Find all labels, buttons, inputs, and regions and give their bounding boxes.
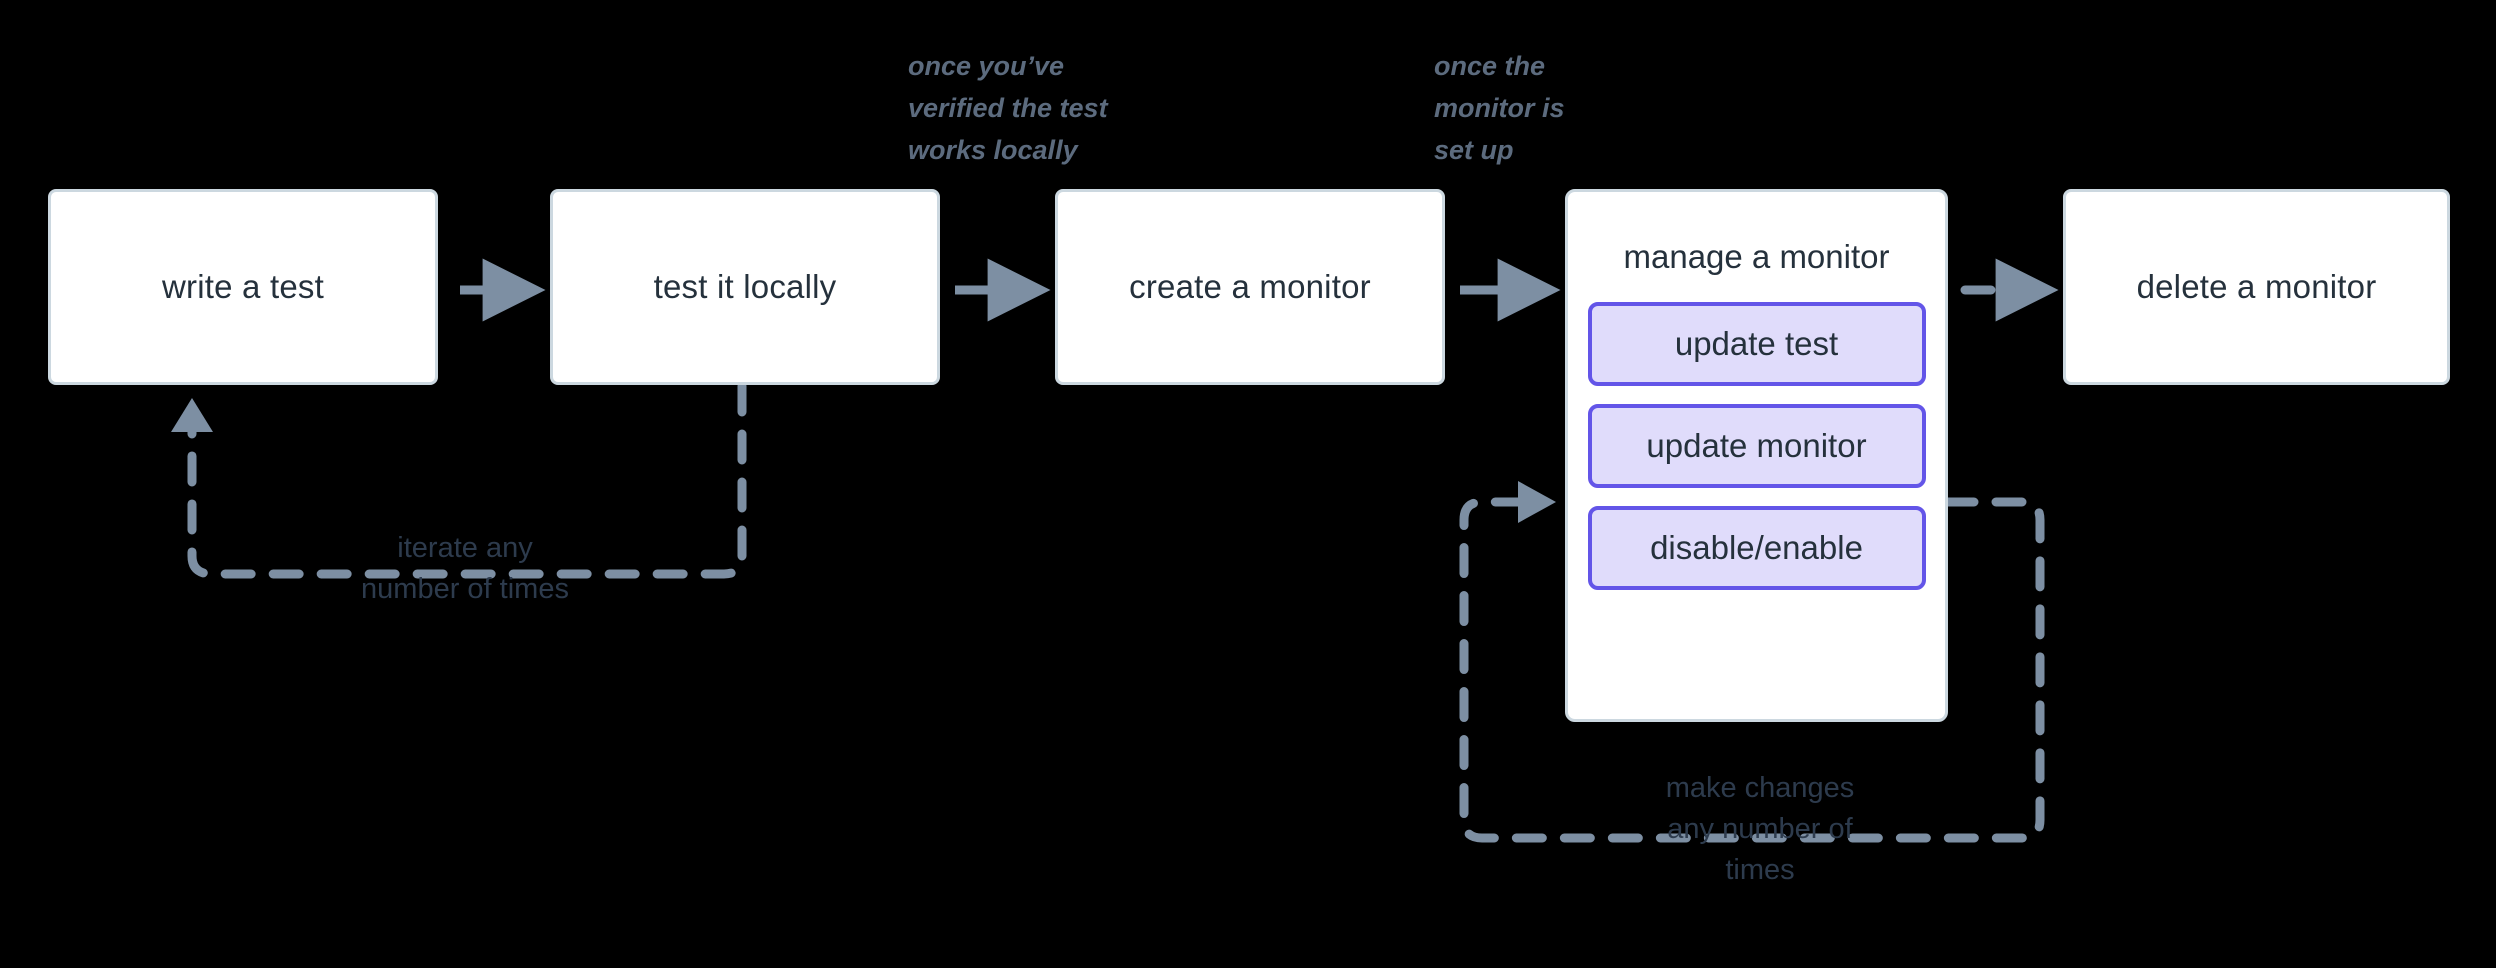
label-make-changes-any-number-of-times: make changes any number of times <box>1665 772 1855 887</box>
node-label: delete a monitor <box>2136 268 2377 305</box>
subnode-label: update monitor <box>1646 427 1867 464</box>
subnode-update-monitor[interactable]: update monitor <box>1587 404 1926 488</box>
note-verified-test-works-locally: once you’ve verified the test works loca… <box>908 51 1108 165</box>
node-test-it-locally[interactable]: test it locally <box>550 189 940 385</box>
node-delete-a-monitor[interactable]: delete a monitor <box>2063 189 2450 385</box>
label-iterate-any-number-of-times: iterate any number of times <box>361 532 569 606</box>
node-write-a-test[interactable]: write a test <box>48 189 438 385</box>
node-label: write a test <box>162 268 324 305</box>
note-monitor-is-set-up: once the monitor is set up <box>1434 51 1565 165</box>
node-manage-a-monitor[interactable]: manage a monitor update test update moni… <box>1565 189 1948 722</box>
subnode-update-test[interactable]: update test <box>1587 302 1926 386</box>
node-create-a-monitor[interactable]: create a monitor <box>1055 189 1445 385</box>
node-label: create a monitor <box>1129 268 1371 305</box>
group-title: manage a monitor <box>1623 238 1890 275</box>
node-label: test it locally <box>653 268 837 305</box>
subnode-label: update test <box>1674 325 1839 362</box>
subnode-label: disable/enable <box>1650 529 1863 566</box>
subnode-disable-enable[interactable]: disable/enable <box>1587 506 1926 590</box>
